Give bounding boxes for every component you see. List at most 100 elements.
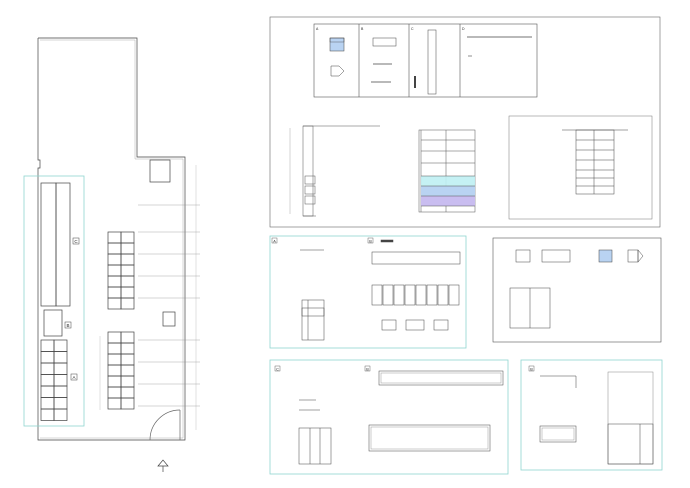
shelf-long-right <box>55 182 71 307</box>
title-block <box>313 23 538 98</box>
shelf-grid-a <box>40 339 68 421</box>
title-cell-a: A <box>316 27 319 31</box>
grid-a-cell <box>53 374 68 387</box>
grid-a-cell <box>53 362 68 375</box>
shelf-grid-middle-2 <box>107 331 135 410</box>
grid-m1-cell <box>120 242 135 255</box>
grid-a-cell <box>53 397 68 410</box>
elevation-1 <box>289 125 380 217</box>
cell-a-symbol <box>330 65 345 77</box>
title-cell-d: D <box>462 27 465 31</box>
shelf-grid-middle-1 <box>107 231 135 310</box>
grid-m1-cell <box>120 286 135 299</box>
zone-label-b: B <box>66 323 69 328</box>
zone-label-a: A <box>72 375 75 380</box>
panel-a-cabinet-door <box>404 284 416 306</box>
grid-m1-cell <box>107 275 122 288</box>
grid-a-cell <box>53 385 68 398</box>
elevation-3-frame <box>508 115 653 220</box>
panel-a-cabinet-door <box>371 284 383 306</box>
zone-tag-b: B <box>64 321 72 329</box>
zone-tag-c: C <box>72 237 80 245</box>
zone-label-c: C <box>74 239 78 244</box>
sheet-frame-top <box>269 16 661 228</box>
grid-m2-cell <box>120 331 135 344</box>
grid-m1-cell <box>107 242 122 255</box>
grid-m2-cell <box>107 364 122 377</box>
grid-m2-cell <box>120 397 135 410</box>
grid-m1-cell <box>107 264 122 277</box>
panel-a-cabinet-door <box>415 284 427 306</box>
grid-m2-cell <box>107 375 122 388</box>
grid-a-cell <box>40 385 55 398</box>
grid-a-cell <box>40 397 55 410</box>
panel-c-drawings <box>298 370 504 465</box>
cell-a-plan <box>329 37 345 52</box>
panel-c-tag: C <box>276 367 279 371</box>
panel-b-drawings <box>509 249 644 329</box>
grid-m1-cell <box>120 253 135 266</box>
grid-m2-cell <box>120 386 135 399</box>
panel-a-frame <box>269 235 467 349</box>
floor-plan <box>37 37 200 472</box>
grid-a-cell <box>53 339 68 352</box>
grid-m1-cell <box>107 297 122 310</box>
plan-door-swing <box>149 409 181 441</box>
grid-a-cell <box>40 339 55 352</box>
panel-a-cabinet-door <box>382 284 394 306</box>
elevation-2-band-purple <box>421 196 475 206</box>
panel-a-cabinet-door <box>448 284 460 306</box>
grid-m1-cell <box>107 253 122 266</box>
grid-m2-cell <box>107 353 122 366</box>
grid-m1-cell <box>120 297 135 310</box>
grid-m1-cell <box>120 264 135 277</box>
grid-m2-cell <box>107 342 122 355</box>
grid-m1-cell <box>107 286 122 299</box>
grid-m2-cell <box>120 375 135 388</box>
panel-a-tag: A <box>273 239 276 243</box>
grid-m2-cell <box>107 331 122 344</box>
panel-a-drawings <box>300 239 461 341</box>
panel-d-drawings <box>539 371 654 465</box>
panel-d-frame <box>520 359 663 471</box>
title-cell-b: B <box>361 27 364 31</box>
grid-m2-cell <box>120 364 135 377</box>
grid-m1-cell <box>107 231 122 244</box>
elevation-2-band-cyan <box>421 176 475 186</box>
grid-a-cell <box>53 408 68 421</box>
plan-room <box>149 159 171 183</box>
panel-a-cabinet-door <box>393 284 405 306</box>
grid-m1-cell <box>120 231 135 244</box>
grid-a-cell <box>40 351 55 364</box>
shelf-long-left <box>40 182 57 307</box>
grid-m2-cell <box>107 386 122 399</box>
grid-a-cell <box>53 351 68 364</box>
zone-frame <box>23 175 85 427</box>
title-cell-c: C <box>411 27 414 31</box>
panel-d-tag: B <box>530 367 533 371</box>
elevation-2-band-blue <box>421 186 475 196</box>
panel-b-blue-unit <box>598 249 613 263</box>
grid-m1-cell <box>120 275 135 288</box>
panel-c-frame <box>269 359 509 475</box>
plan-outer-wall <box>37 37 186 441</box>
panel-b-frame <box>492 237 662 343</box>
panel-a-cabinet-row <box>371 284 460 306</box>
grid-a-cell <box>40 362 55 375</box>
panel-a-cabinet-door <box>426 284 438 306</box>
grid-m2-cell <box>120 342 135 355</box>
elevation-3 <box>562 129 628 195</box>
plan-dimension-lines <box>138 204 200 407</box>
grid-m2-cell <box>107 397 122 410</box>
plan-inner-wall <box>40 39 184 439</box>
panel-c-sub: B <box>366 367 369 371</box>
zone-tag-a: A <box>70 373 78 381</box>
shelf-b <box>43 309 63 337</box>
grid-a-cell <box>40 374 55 387</box>
grid-a-cell <box>40 408 55 421</box>
entry-arrow-icon <box>157 459 169 467</box>
panel-a-cabinet-door <box>437 284 449 306</box>
grid-m2-cell <box>120 353 135 366</box>
panel-a-sub: B <box>369 239 372 243</box>
